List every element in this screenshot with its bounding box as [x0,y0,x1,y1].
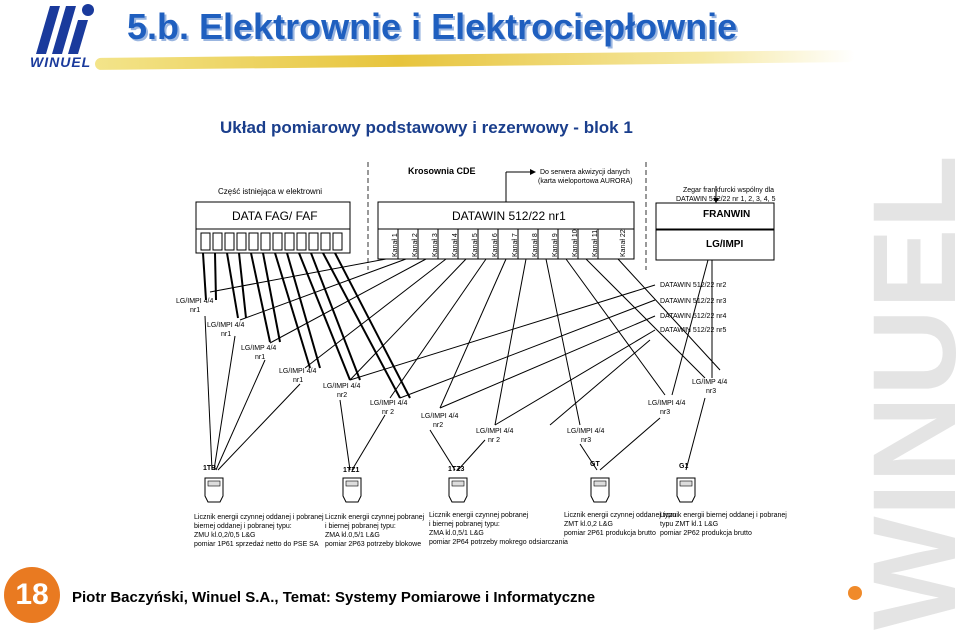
meter-description: Licznik energii biernej oddanej i pobran… [660,512,787,537]
channel-label: Kanał 11 [592,229,599,257]
box-lgimpi: LG/IMPI [706,239,744,250]
krosownia-label: Krosownia CDE [408,166,476,176]
clock-note: Zegar frankfurcki wspólny dla [683,187,775,194]
box-datafag: DATA FAG/ FAF [232,209,318,223]
channel-label: Kanał 6 [492,233,499,257]
server-note-2: (karta wieloportowa AURORA) [538,178,633,185]
server-note: Do serwera akwizycji danych [540,169,630,176]
channel-label: Kanał 8 [532,233,539,257]
page-number: 18 [4,567,60,623]
datawin-nr3: DATAWIN 512/22 nr3 [660,298,727,305]
meter-label: GT [590,461,600,468]
diagram-subtitle: Układ pomiarowy podstawowy i rezerwowy -… [220,118,633,137]
channel-label: Kanał 3 [432,233,439,257]
box-datawin: DATAWIN 512/22 nr1 [452,209,566,223]
meter-label: 1TB [203,465,217,472]
meter-label: 1TZ1 [343,467,360,474]
winuel-logo [28,2,98,74]
existing-label: Część istniejąca w elektrowni [218,187,323,196]
page-title: 5.b. Elektrownie i Elektrociepłownie [127,6,738,47]
channel-label: Kanał 10 [572,229,579,257]
meter-description: Licznik energii czynnej oddanej typu:ZMT… [564,512,679,537]
vertical-brand: WINUEL [858,155,960,630]
meter-label: G1 [679,463,689,470]
logo-text: WINUEL [30,54,92,70]
meter-label: 1TZ3 [448,466,465,473]
channel-label: Kanał 9 [552,233,559,257]
datawin-nr4: DATAWIN 512/22 nr4 [660,313,727,320]
clock-note-2: DATAWIN 512/22 nr 1, 2, 3, 4, 5 [676,196,776,203]
meter-description: Licznik energii czynnej oddanej i pobran… [194,514,324,548]
footer-author: Piotr Baczyński, Winuel S.A., Temat: Sys… [72,589,596,606]
channel-label: Kanał 22 [620,229,627,257]
channel-label: Kanał 2 [412,233,419,257]
datawin-nr2: DATAWIN 512/22 nr2 [660,282,727,289]
channel-label: Kanał 5 [472,233,479,257]
decor-dot [848,586,862,600]
channel-label: Kanał 4 [452,233,459,257]
svg-text:WINUEL: WINUEL [858,155,960,630]
box-franwin: FRANWIN [703,209,751,220]
datawin-nr5: DATAWIN 512/22 nr5 [660,327,727,334]
channel-label: Kanał 7 [512,233,519,257]
channel-label: Kanał 1 [392,233,399,257]
